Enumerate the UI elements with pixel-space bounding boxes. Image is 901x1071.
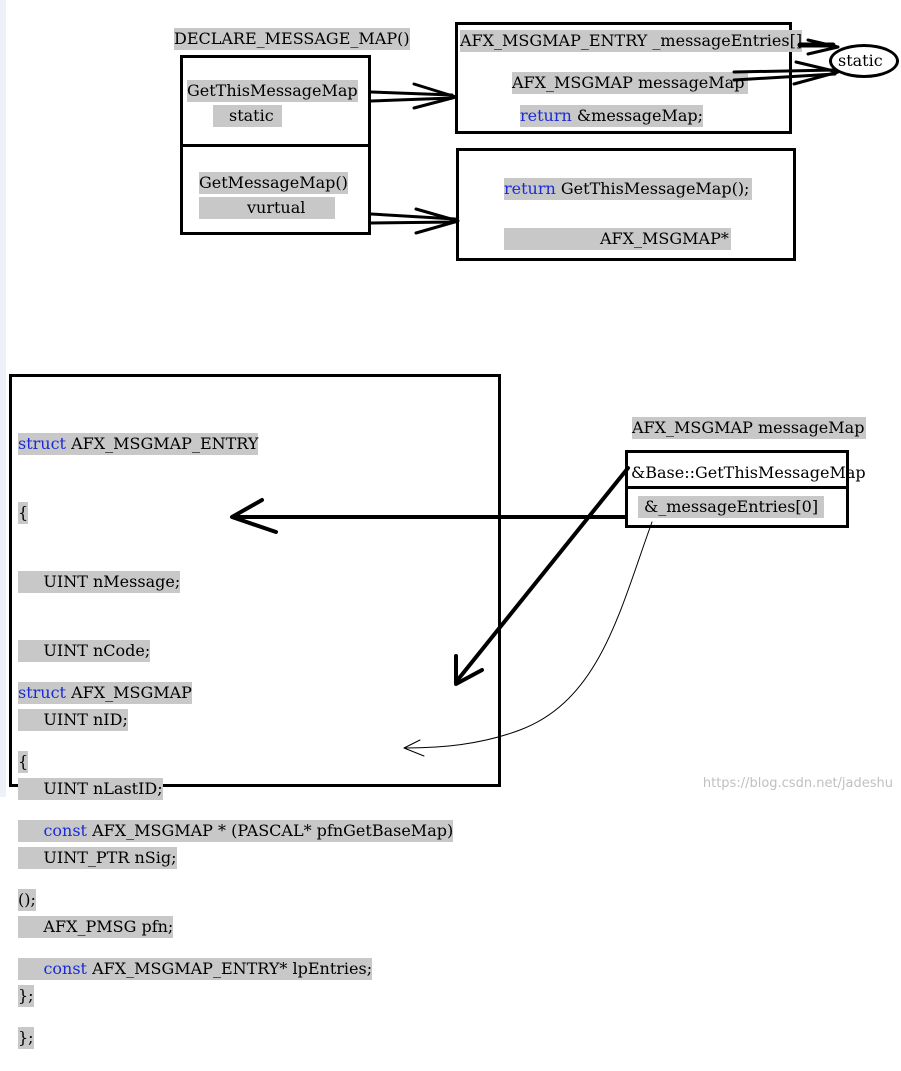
field-pfn-get-base-map-rest: AFX_MSGMAP * (PASCAL* pfnGetBaseMap) [86,821,454,840]
declare-message-map-label: DECLARE_MESSAGE_MAP() [174,28,410,50]
arrow-entries-to-static [797,38,840,56]
virtual-label: vurtual [199,197,336,219]
field-n-message: UINT nMessage; [18,571,181,593]
indent [18,821,43,840]
return-message-map-line: return &messageMap; [520,105,704,127]
field-n-id: UINT nID; [18,709,128,731]
field-pfn-get-base-map: const AFX_MSGMAP * (PASCAL* pfnGetBaseMa… [18,820,454,842]
struct-entry-name: AFX_MSGMAP_ENTRY [65,434,259,453]
message-entries-header: AFX_MSGMAP_ENTRY _messageEntries[] [460,30,803,52]
struct-msgmap-open-brace: { [18,751,29,773]
message-entries-ref: &_messageEntries[0] [638,496,825,518]
field-n-code: UINT nCode; [18,640,151,662]
return-message-map-rest: &messageMap; [571,106,704,125]
arrow-get-message-map-to-call [369,207,460,235]
struct-entry-open-brace: { [18,502,29,524]
struct-entry-decl: struct AFX_MSGMAP_ENTRY [18,433,259,455]
return-get-this-message-map-line: return GetThisMessageMap(); [504,178,753,200]
struct-msgmap-name: AFX_MSGMAP [65,683,192,702]
ellipse-static-label: static [838,51,883,70]
struct-msgmap-close-brace: }; [18,1027,34,1049]
message-map-decl: AFX_MSGMAP messageMap [512,72,749,94]
field-n-last-id: UINT nLastID; [18,778,163,800]
indent-2 [18,959,43,978]
get-message-map-box: GetMessageMap() vurtual [180,144,371,235]
struct-definitions-box [9,374,501,787]
message-map-divider [625,486,849,489]
base-get-this-message-map: &Base::GetThisMessageMap [631,463,866,482]
const-keyword: const [43,821,87,840]
arrow-entries-to-lp-entries [403,521,653,757]
return-keyword-2: return [504,179,556,198]
static-label: static [213,105,282,127]
arrow-entries-to-struct [230,498,628,534]
afx-msgmap-pointer-label: AFX_MSGMAP* [504,228,731,250]
watermark: https://blog.csdn.net/jadeshu [702,776,893,791]
field-pfn-get-base-map-cont: (); [18,889,36,911]
message-map-instance-label: AFX_MSGMAP messageMap [632,417,867,439]
arrow-base-to-get-base-map [454,466,630,686]
arrow-get-this-to-entries [369,82,458,110]
get-message-map-label: GetMessageMap() [199,172,348,194]
message-entries-box: AFX_MSGMAP_ENTRY _messageEntries[] AFX_M… [455,22,803,134]
arrow-messagemap-to-static [732,60,840,86]
struct-keyword: struct [18,434,66,453]
message-map-instance-box [625,450,849,528]
return-get-this-rest: GetThisMessageMap(); [555,179,750,198]
struct-keyword-2: struct [18,683,66,702]
const-keyword-2: const [43,959,87,978]
get-this-message-map-label: GetThisMessageMap [187,80,358,102]
return-keyword: return [520,106,572,125]
struct-msgmap-decl: struct AFX_MSGMAP [18,682,192,704]
static-ellipse [829,44,899,78]
field-lp-entries-rest: AFX_MSGMAP_ENTRY* lpEntries; [86,959,373,978]
connector-arrows [230,38,840,757]
left-margin-bar [0,0,6,797]
get-this-message-map-call-box: return GetThisMessageMap(); AFX_MSGMAP* [456,148,796,261]
field-lp-entries: const AFX_MSGMAP_ENTRY* lpEntries; [18,958,373,980]
